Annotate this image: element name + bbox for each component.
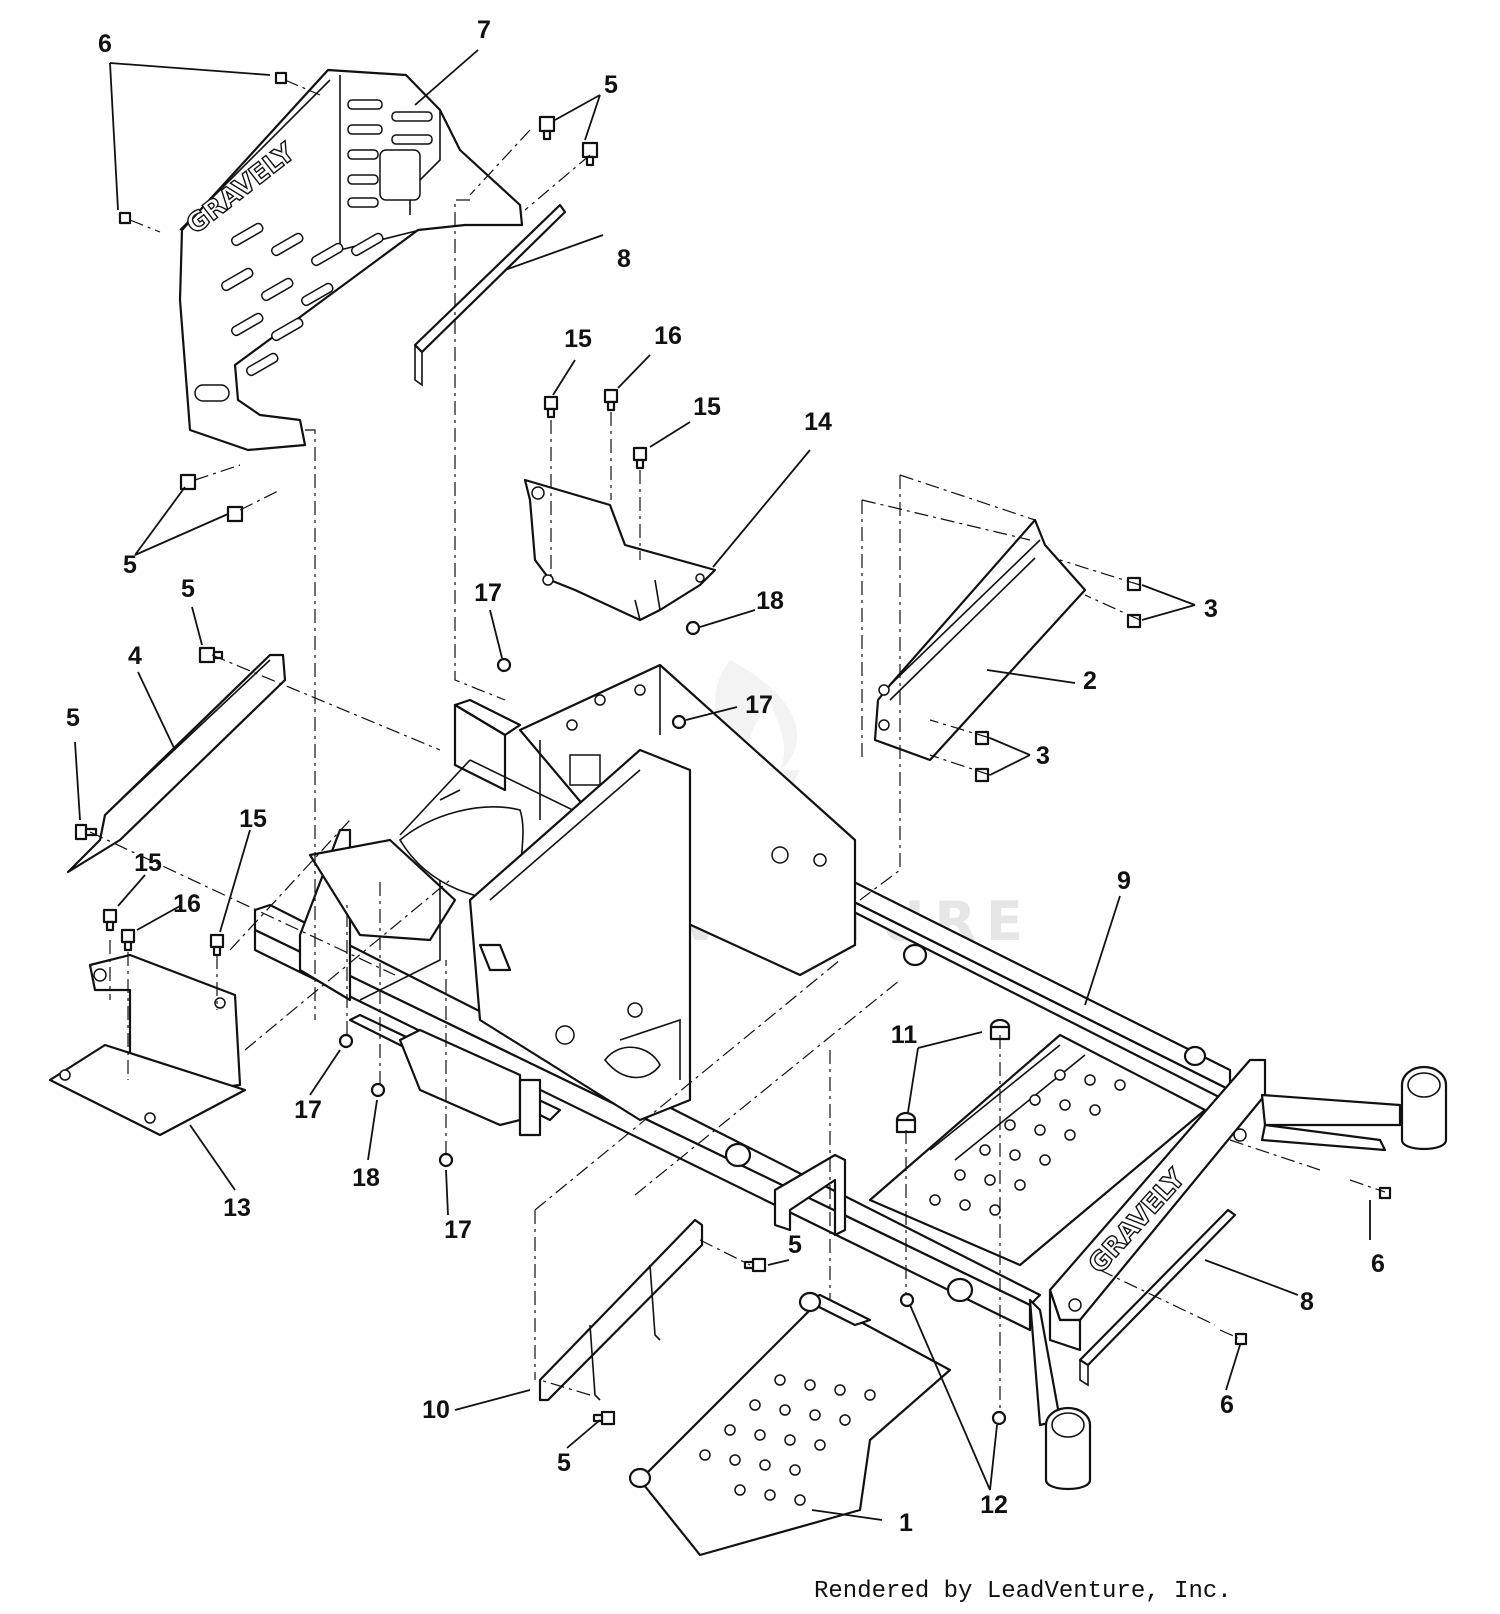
bolt-3a-icon: [1126, 576, 1142, 592]
bolt-5f-icon: [74, 823, 98, 841]
callout-17d: 17: [444, 1216, 472, 1244]
footplate-holes: [929, 1069, 1126, 1216]
left-bracket-part: [66, 653, 287, 874]
callout-7: 7: [477, 16, 491, 44]
callout-16a: 16: [654, 322, 682, 350]
main-frame-part: GRAVELY: [253, 663, 1448, 1490]
nut-12b-icon: [991, 1410, 1007, 1426]
bolt-16a-icon: [603, 388, 619, 412]
callout-11: 11: [891, 1021, 918, 1049]
bolt-5h-icon: [592, 1410, 616, 1426]
callout-17a: 17: [474, 579, 502, 607]
callout-8a: 8: [617, 245, 631, 273]
bracket-10-part: [538, 1218, 704, 1402]
bolt-6c-icon: [1378, 1186, 1392, 1200]
callout-4: 4: [128, 642, 142, 670]
bolt-15a-icon: [543, 395, 559, 419]
callout-10: 10: [422, 1396, 450, 1424]
callout-17b: 17: [745, 691, 773, 719]
callout-17c: 17: [294, 1096, 322, 1124]
bolt-5c-icon: [179, 473, 197, 491]
bumper-11b-icon: [895, 1111, 917, 1134]
callout-5d: 5: [66, 704, 80, 732]
bolt-5b-icon: [581, 141, 599, 167]
nut-17a-icon: [496, 657, 512, 673]
callout-6a: 6: [98, 30, 112, 58]
bolt-5d-icon: [226, 505, 244, 523]
control-bracket-part: [523, 478, 717, 622]
callout-5e: 5: [788, 1231, 802, 1259]
footplate-1-holes: [699, 1374, 876, 1506]
bolt-5a-icon: [538, 115, 556, 141]
bolt-15d-icon: [209, 933, 225, 957]
callout-5c: 5: [181, 575, 195, 603]
callout-15a: 15: [564, 325, 592, 353]
bolt-5g-icon: [743, 1257, 767, 1273]
callout-6b: 6: [1371, 1250, 1385, 1278]
bolt-15c-icon: [102, 908, 118, 932]
nut-18b-icon: [370, 1082, 386, 1098]
bracket-bar-top-part: [413, 203, 567, 387]
hardware: [74, 71, 1392, 1426]
callout-15d: 15: [134, 849, 162, 877]
bumper-11a-icon: [989, 1018, 1011, 1041]
callout-5b: 5: [123, 551, 137, 579]
callout-2: 2: [1083, 667, 1097, 695]
assembly-lines: [89, 79, 1386, 1410]
callout-18a: 18: [756, 587, 784, 615]
callout-15b: 15: [693, 393, 721, 421]
bolt-6b-icon: [118, 211, 132, 225]
bolt-16b-icon: [120, 928, 136, 952]
callout-5f: 5: [557, 1449, 571, 1477]
bolt-3d-icon: [974, 767, 990, 783]
bolt-5e-icon: [198, 646, 224, 664]
footplate-part: [628, 1291, 952, 1557]
seat-pan-slots: [194, 99, 433, 402]
nut-17d-icon: [438, 1152, 454, 1168]
nut-18a-icon: [685, 620, 701, 636]
callout-15c: 15: [239, 805, 267, 833]
callout-1: 1: [899, 1509, 913, 1537]
callout-3b: 3: [1036, 742, 1050, 770]
callout-6c: 6: [1220, 1391, 1234, 1419]
seat-pan-part: GRAVELY: [178, 68, 524, 452]
callout-13: 13: [223, 1194, 251, 1222]
nut-17b-icon: [671, 714, 687, 730]
nut-12a-icon: [899, 1292, 915, 1308]
callout-3a: 3: [1204, 595, 1218, 623]
rendered-by-credit: Rendered by LeadVenture, Inc.: [814, 1578, 1232, 1605]
callout-12: 12: [980, 1491, 1008, 1519]
callout-5a: 5: [604, 71, 618, 99]
callout-16b: 16: [173, 890, 201, 918]
nut-17c-icon: [338, 1033, 354, 1049]
left-control-bracket-part: [48, 953, 247, 1137]
bolt-6d-icon: [1234, 1332, 1248, 1346]
callout-8b: 8: [1300, 1288, 1314, 1316]
bolt-15b-icon: [632, 446, 648, 470]
bracket-bar-right-part: [1078, 1208, 1237, 1387]
bolt-6a-icon: [274, 71, 288, 85]
callouts: 6 7 5 8 15 16 15 14 3 2 3 5 5 17 18 17 4…: [66, 16, 1385, 1537]
callout-18b: 18: [352, 1164, 380, 1192]
leader-lines: [74, 49, 1371, 1521]
callout-14: 14: [804, 408, 832, 436]
callout-9: 9: [1117, 867, 1131, 895]
right-bracket-part: [873, 518, 1087, 762]
